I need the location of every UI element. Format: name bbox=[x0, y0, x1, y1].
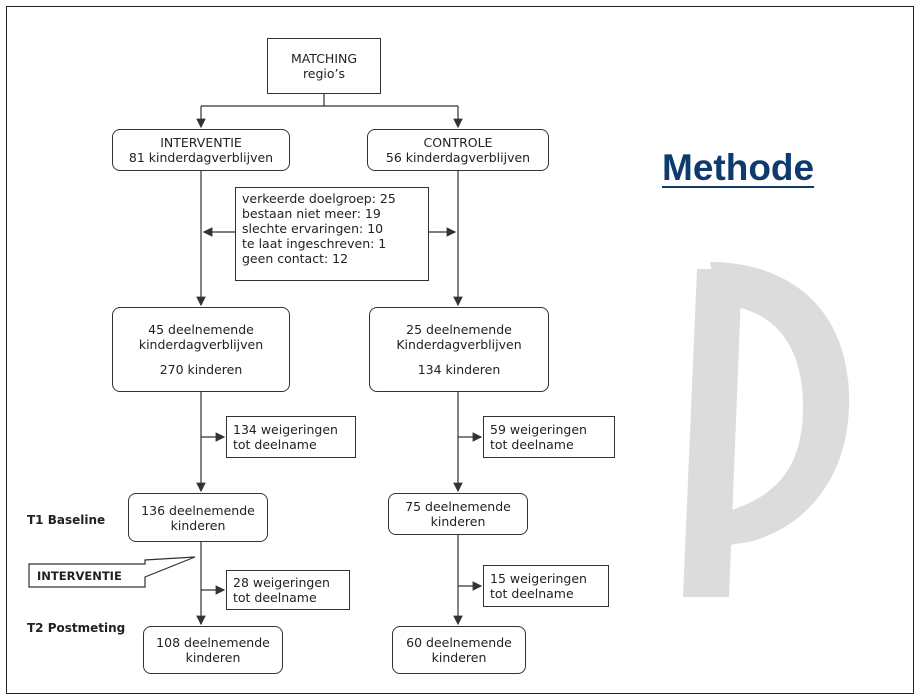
callout-shape bbox=[28, 556, 196, 588]
slide-title: Methode bbox=[662, 147, 815, 188]
exclusion-box: verkeerde doelgroep: 25 bestaan niet mee… bbox=[235, 187, 429, 281]
controle-participants-box: 25 deelnemende Kinderdagverblijven 134 k… bbox=[369, 307, 549, 392]
interventie-callout-label: INTERVENTIE bbox=[37, 569, 122, 583]
t2-postmeting-label: T2 Postmeting bbox=[27, 621, 126, 635]
watermark-p-logo bbox=[683, 262, 850, 597]
interventie-participants-box: 45 deelnemende kinderdagverblijven 270 k… bbox=[112, 307, 290, 392]
flowchart-connectors bbox=[28, 94, 850, 626]
t1-baseline-label: T1 Baseline bbox=[27, 513, 106, 527]
